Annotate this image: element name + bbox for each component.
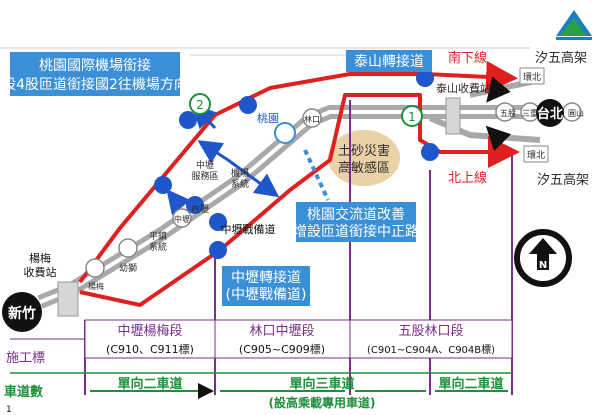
section-1-tender: (C910、C911標) [106, 342, 194, 356]
airport-link-arrow-2 [227, 158, 280, 198]
north-compass: N [514, 229, 572, 287]
section-3-lanes: 單向二車道 [438, 376, 503, 392]
youshi-label: 幼獅 [119, 262, 137, 274]
hsinchu-node [2, 292, 42, 332]
taoyuan-callout-2: (增設匝道銜接中正路) [288, 223, 425, 240]
yangmei-toll-1: 楊梅 [29, 251, 51, 265]
neili-label: 內壢 [191, 204, 209, 215]
taoyuan-ic-dash [303, 149, 330, 201]
yangmei-ic-label: 楊梅 [88, 281, 104, 291]
svg-text:1: 1 [408, 110, 416, 124]
lanes-note: (設高乘載專用車道) [269, 395, 376, 410]
taishan-toll-arrow-2 [485, 125, 512, 152]
logo [556, 10, 592, 40]
neili-arrow [166, 188, 191, 216]
yuanshan-label: 圓山 [568, 108, 584, 118]
pingzhen-2: 系統 [149, 241, 167, 253]
huanbei-bottom-label: 環北 [527, 150, 545, 161]
section-3-tender: (C901~C904A、C904B標) [367, 343, 495, 356]
taipei-label: 台北 [537, 106, 563, 122]
landslide-label-2: 高敏感區 [338, 160, 390, 176]
xizhi-top-label: 汐五高架 [535, 50, 587, 66]
huanbei-top-label: 環北 [523, 72, 541, 83]
taoyuan-label: 桃園 [257, 111, 279, 125]
airport-system-1: 機場 [231, 167, 249, 179]
taishan-toll-block [445, 97, 461, 135]
airport-callout-2: (設4股匝道銜接國2往機場方向) [0, 76, 193, 93]
footnote: 1 [6, 405, 12, 415]
yangmei-toll-block [57, 281, 79, 317]
airport-callout-1: 桃園國際機場銜接 [39, 57, 151, 74]
taoyuan-callout [296, 202, 416, 242]
huanbei-top-box [519, 67, 545, 85]
airport-link-arrow-3 [197, 140, 229, 164]
zhongli-junction-callout-2: (中壢戰備道) [226, 287, 307, 303]
wugu-label: 五股 [500, 109, 516, 118]
section-2-tender: (C905~C909標) [239, 342, 325, 356]
zhongli-readiness-label: 中壢戰備道 [221, 222, 276, 236]
taishan-callout-text: 泰山轉接道 [354, 53, 424, 70]
taoyuan-callout-1: 桃園交流道改善 [307, 206, 405, 223]
marker-1: 1 [401, 105, 423, 127]
lanes-row [10, 372, 512, 399]
landslide-label-1: 土砂災害 [338, 143, 390, 159]
huanbei-bottom-box [523, 145, 549, 163]
zhongli-junction-callout-1: 中壢轉接道 [231, 269, 301, 286]
svg-text:N: N [539, 260, 547, 271]
section-table [10, 319, 513, 359]
north-line-label: 北上線 [448, 170, 487, 186]
section-2-lanes: 單向三車道 [289, 376, 354, 392]
taishan-toll-arrow-1 [486, 76, 511, 103]
pingzhen-1: 平鎮 [149, 230, 167, 242]
airport-system-2: 系統 [231, 178, 249, 190]
linkou-label: 林口 [304, 114, 320, 124]
landslide-area [328, 130, 400, 186]
section-1-name: 中壢楊梅段 [117, 323, 182, 339]
zhongli-label: 中壢 [174, 214, 190, 224]
taishan-toll-label: 泰山收費站 [436, 81, 491, 95]
south-line-label: 南下線 [448, 50, 487, 66]
hsinchu-label: 新竹 [8, 305, 36, 322]
junction-nodes [154, 69, 439, 259]
zhongli-service-1: 中壢 [196, 159, 214, 171]
yangmei-toll-2: 收費站 [24, 265, 57, 279]
section-3-name: 五股林口段 [398, 324, 463, 339]
interchanges [85, 102, 582, 278]
section-2-name: 林口中壢段 [249, 324, 314, 339]
zhongli-service-2: 服務區 [191, 170, 218, 182]
xizhi-bottom-label: 汐五高架 [537, 172, 589, 188]
taishan-callout [346, 50, 432, 72]
taipei-node [536, 99, 564, 127]
tender-row-label: 施工標 [6, 351, 45, 366]
svg-text:2: 2 [196, 98, 204, 112]
zhongli-junction-callout [222, 266, 310, 306]
lanes-row-label: 車道數 [4, 384, 43, 400]
section-1-lanes: 單向二車道 [117, 376, 182, 392]
airport-callout [10, 52, 180, 96]
sanchong-label: 三重 [522, 108, 538, 118]
marker-2: 2 [189, 93, 211, 115]
